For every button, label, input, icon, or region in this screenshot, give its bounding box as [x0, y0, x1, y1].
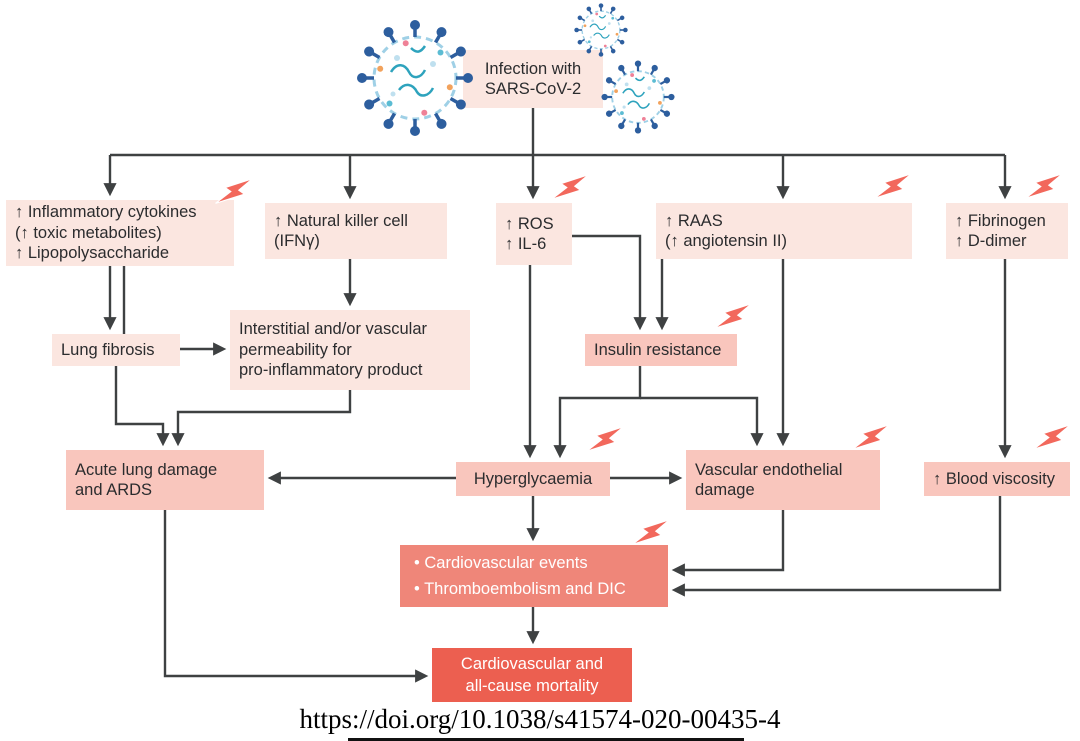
- node-lung-fibrosis: Lung fibrosis: [52, 334, 180, 366]
- text-line: ↑ IL-6: [505, 235, 547, 253]
- text-line: ↑ Lipopolysaccharide: [15, 244, 170, 263]
- node-infection-label: Infection with SARS-CoV-2: [463, 50, 603, 108]
- text-line: (↑ toxic metabolites): [15, 223, 162, 242]
- text-line: ↑ RAAS: [665, 211, 723, 230]
- arrow-viscosity-to-events: [671, 496, 1002, 597]
- node-inflammatory-cytokines: ↑ Inflammatory cytokines (↑ toxic metabo…: [6, 200, 234, 266]
- text-line: ↑ Blood viscosity: [933, 469, 1055, 488]
- text-line: permeability for: [239, 340, 352, 359]
- text-line: Cardiovascular and: [460, 654, 604, 673]
- text-line: ↑ Natural killer cell: [274, 211, 408, 230]
- node-natural-killer-cell: ↑ Natural killer cell (IFNγ): [265, 203, 447, 259]
- node-ros-il6: ↑ ROS ↑ IL-6: [496, 203, 572, 265]
- node-raas: ↑ RAAS (↑ angiotensin II): [656, 203, 912, 259]
- text-line: Insulin resistance: [594, 340, 722, 359]
- text-line: pro-inflammatory product: [239, 361, 423, 380]
- text-line: ↑ ROS: [505, 214, 554, 233]
- node-cardiovascular-events: • Cardiovascular events • Thromboembolis…: [400, 545, 668, 607]
- text-line: ↑ Inflammatory cytokines: [15, 203, 197, 222]
- arrow-interstitial-to-acutelung: [171, 390, 352, 447]
- text-line: (↑ angiotensin II): [665, 232, 787, 250]
- text-line: Vascular endothelial: [695, 460, 843, 479]
- text-line: (IFNγ): [274, 232, 320, 250]
- doi-citation: https://doi.org/10.1038/s41574-020-00435…: [299, 704, 781, 734]
- coronavirus-icon: [357, 20, 473, 136]
- node-hyperglycaemia: Hyperglycaemia: [456, 462, 610, 496]
- coronavirus-icon: [574, 3, 627, 56]
- text-line: Lung fibrosis: [61, 340, 155, 359]
- text-line: damage: [695, 481, 755, 499]
- lightning-bolt-icon: [713, 293, 754, 340]
- text-line: Hyperglycaemia: [473, 469, 593, 488]
- lightning-bolt-icon: [1032, 414, 1073, 461]
- text-line: SARS-CoV-2: [484, 80, 582, 98]
- node-mortality: Cardiovascular and all-cause mortality: [432, 648, 632, 702]
- node-interstitial-permeability: Interstitial and/or vascular permeabilit…: [230, 310, 470, 390]
- text-line: • Thromboembolism and DIC: [414, 580, 626, 598]
- text-line: ↑ D-dimer: [955, 232, 1027, 250]
- node-vascular-endothelial-damage: Vascular endothelial damage: [686, 450, 880, 510]
- text-line: and ARDS: [75, 481, 153, 499]
- bottom-border-line: [348, 738, 744, 741]
- node-fibrinogen-ddimer: ↑ Fibrinogen ↑ D-dimer: [946, 203, 1068, 259]
- arrow-ros-to-insulin: [572, 234, 647, 331]
- text-line: all-cause mortality: [465, 677, 599, 695]
- branch-line: [110, 108, 1005, 157]
- text-line: Infection with: [484, 59, 582, 78]
- arrow-vascular-to-events: [671, 510, 785, 577]
- arrow-fibrosis-to-acutelung: [114, 366, 170, 447]
- coronavirus-icon: [601, 60, 674, 133]
- node-insulin-resistance: Insulin resistance: [585, 334, 737, 366]
- arrow-insulin-to-vascular: [640, 396, 764, 447]
- text-line: Acute lung damage: [75, 460, 218, 479]
- text-line: • Cardiovascular events: [414, 553, 588, 572]
- text-line: Interstitial and/or vascular: [239, 320, 428, 339]
- text-line: ↑ Fibrinogen: [955, 211, 1046, 230]
- node-blood-viscosity: ↑ Blood viscosity: [924, 462, 1070, 496]
- node-acute-lung-damage: Acute lung damage and ARDS: [66, 450, 264, 510]
- arrow-insulin-to-hyperglycaemia: [553, 366, 642, 459]
- arrow-acutelung-to-mortality: [163, 510, 429, 683]
- lightning-bolt-icon: [585, 416, 626, 463]
